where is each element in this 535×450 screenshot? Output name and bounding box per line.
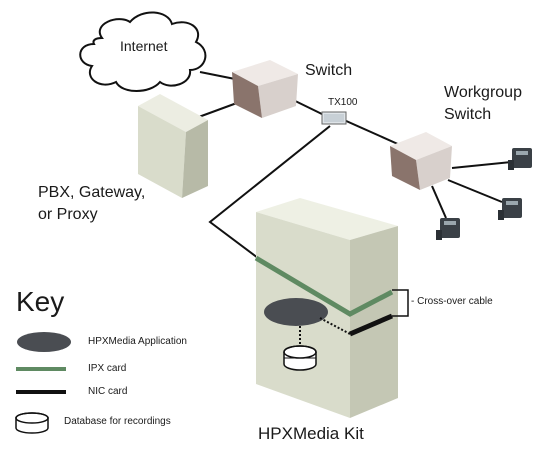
cable-workgroup-phone1 — [451, 161, 513, 169]
tx100-label: TX100 — [328, 97, 358, 108]
key-item-database: Database for recordings — [64, 416, 171, 427]
key-title: Key — [16, 286, 65, 317]
app-nic-link — [319, 317, 351, 335]
internet-cloud-icon — [79, 11, 207, 92]
cable-workgroup-phone2 — [447, 179, 503, 203]
tx100-module-icon — [321, 111, 347, 125]
nic-card-line — [349, 313, 393, 337]
pbx-label-line2: or Proxy — [38, 206, 98, 223]
ip-phone-icon — [436, 218, 460, 240]
key-item-ipx-card: IPX card — [88, 363, 127, 374]
hpxmedia-application-ellipse — [264, 298, 328, 326]
ipx-card-line — [254, 255, 394, 317]
cable-tx100-workgroup — [343, 119, 401, 146]
cable-workgroup-phone3 — [431, 185, 447, 219]
workgroup-switch-label-line1: Workgroup — [444, 84, 522, 101]
workgroup-switch-label-line2: Switch — [444, 106, 492, 123]
crossover-cable-bracket — [392, 289, 409, 317]
database-icon — [283, 345, 317, 371]
ip-phone-icon — [498, 198, 522, 220]
switch-box-icon — [232, 60, 298, 118]
key-legend-icons — [15, 332, 71, 434]
ellipse-icon — [17, 332, 71, 352]
ip-phone-icon — [508, 148, 532, 170]
key-item-application: HPXMedia Application — [88, 336, 187, 347]
key-item-nic-card: NIC card — [88, 386, 128, 397]
internet-label: Internet — [120, 38, 168, 54]
crossover-cable-label: - Cross-over cable — [411, 296, 493, 307]
pbx-gateway-server-icon — [138, 94, 208, 198]
database-icon — [15, 412, 49, 434]
switch-label: Switch — [305, 62, 353, 79]
pbx-label-line1: PBX, Gateway, — [38, 184, 146, 201]
workgroup-switch-icon — [390, 132, 452, 190]
cable-tx100-kit — [208, 125, 331, 259]
hpxmedia-kit-server-icon — [254, 198, 409, 418]
hpxmedia-kit-label: HPXMedia Kit — [258, 424, 364, 443]
